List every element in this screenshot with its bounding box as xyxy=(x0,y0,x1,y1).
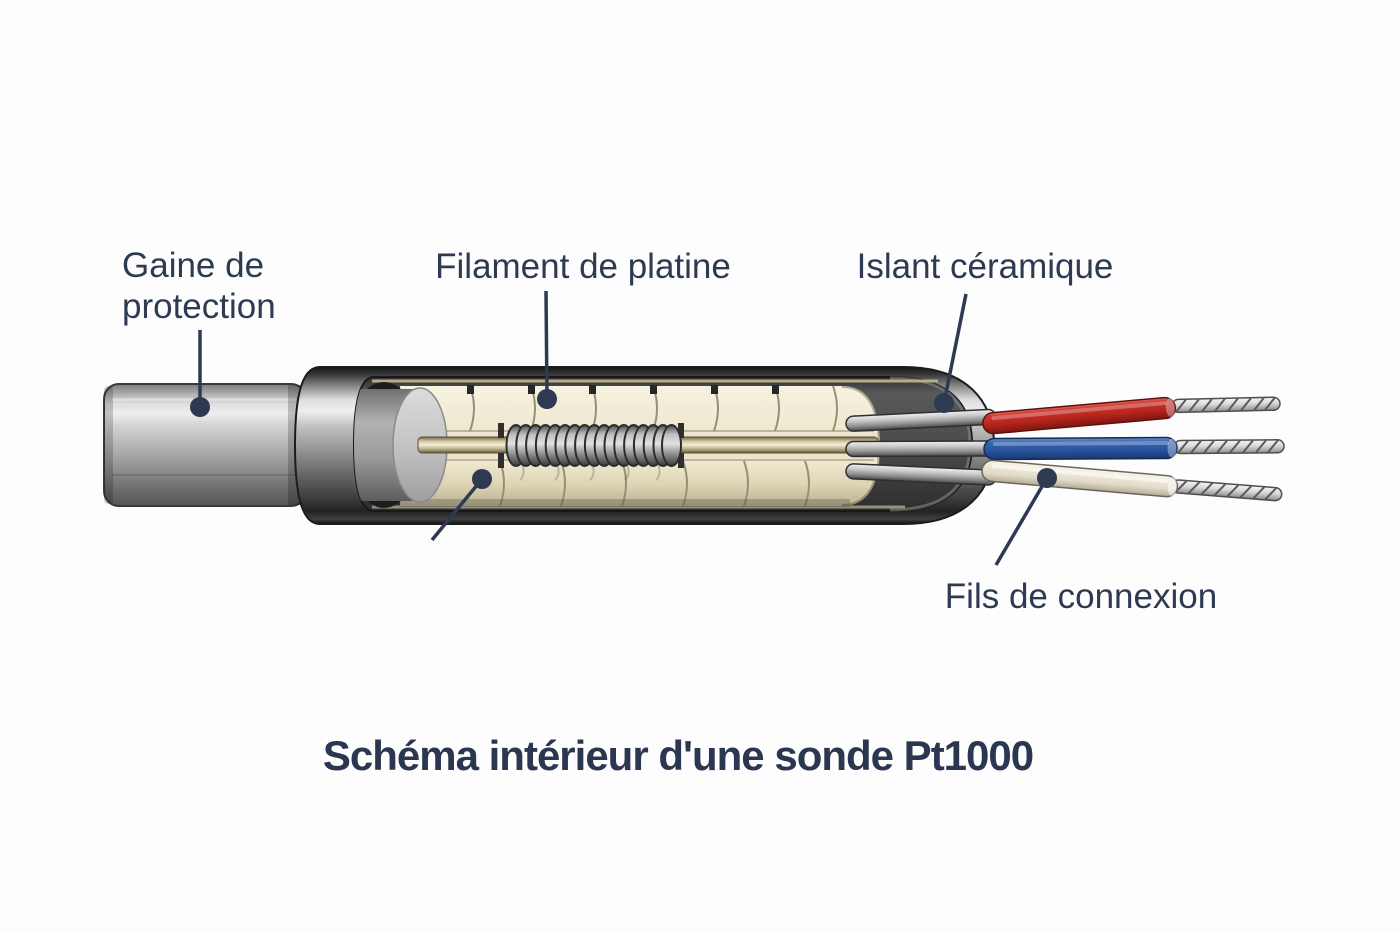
wire-red xyxy=(982,396,1177,435)
wire-blue xyxy=(983,436,1178,461)
leader-dots xyxy=(190,389,1057,489)
diagram-title: Schéma intérieur d'une sonde Pt1000 xyxy=(322,732,1034,779)
leader-lower-ceramic xyxy=(430,477,484,542)
stranded-tip-red xyxy=(1171,396,1281,414)
coil-brackets xyxy=(498,423,684,468)
leader-ceramic-insulator xyxy=(942,293,968,404)
leader-lines xyxy=(198,290,1049,566)
label-connection-wires: Fils de connexion xyxy=(944,577,1218,616)
stranded-tip-blue xyxy=(1173,439,1285,455)
platinum-filament-coil xyxy=(505,424,682,467)
wire-white xyxy=(981,459,1179,498)
stranded-tip-white xyxy=(1171,479,1283,502)
leader-connection-wires xyxy=(994,477,1049,566)
label-protection-sheath: Gaine de protection xyxy=(122,246,276,326)
label-platinum-filament: Filament de platine xyxy=(435,247,731,286)
label-ceramic-insulator: Islant céramique xyxy=(856,247,1114,286)
connection-wires xyxy=(845,396,1285,502)
leader-platinum-filament xyxy=(544,290,549,400)
